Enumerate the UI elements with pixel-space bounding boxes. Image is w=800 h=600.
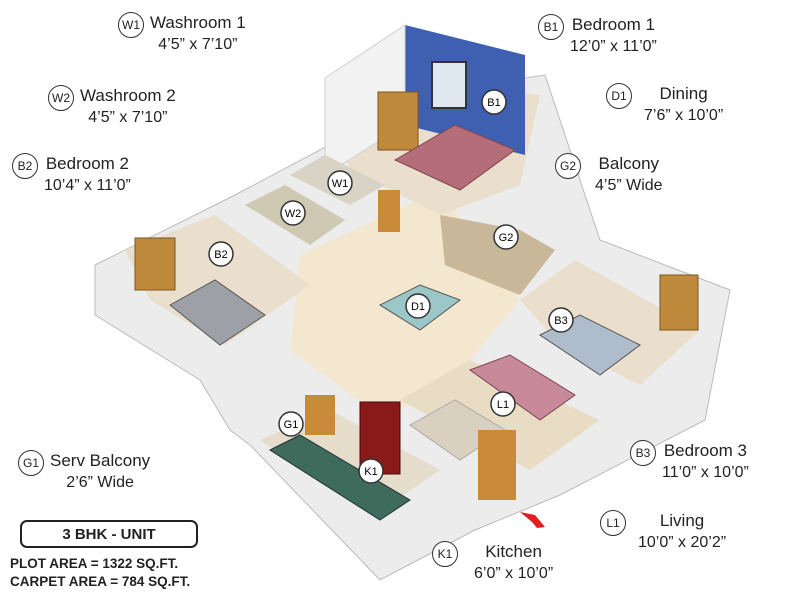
legend-name-g2: Balcony [598, 154, 660, 173]
legend-badge-w2: W2 [48, 85, 74, 111]
legend-dims-l1: 10’0” x 20’2” [638, 534, 727, 551]
legend-badge-b3: B3 [630, 440, 656, 466]
plan-badge-k1: K1 [358, 458, 384, 484]
unit-type-label: 3 BHK - UNIT [20, 520, 198, 548]
legend-dims-d1: 7’6” x 10’0” [644, 107, 724, 124]
plan-badge-l1: L1 [490, 391, 516, 417]
living-sofa [468, 354, 576, 421]
legend-badge-d1: D1 [606, 83, 632, 109]
plan-badge-g2-text: G2 [499, 232, 514, 244]
legend-g2: G2 Balcony 4’5” Wide [555, 153, 663, 197]
legend-dims-w2: 4’5” x 7’10” [88, 109, 168, 126]
plan-badge-w1: W1 [327, 170, 353, 196]
bedroom-3-wardrobe [659, 274, 699, 331]
legend-b2: B2 Bedroom 2 10’4” x 11’0” [12, 153, 131, 197]
kitchen-floor [260, 410, 440, 515]
legend-dims-b3: 11’0” x 10’0” [662, 464, 749, 481]
plan-badge-g2: G2 [493, 224, 519, 250]
carpet-area-text: CARPET AREA = 784 SQ.FT. [10, 574, 191, 589]
legend-name-k1: Kitchen [485, 542, 542, 561]
plan-badge-w2: W2 [280, 200, 306, 226]
plan-badge-w1-text: W1 [332, 178, 349, 190]
legend-dims-b1: 12’0” x 11’0” [570, 38, 657, 55]
plan-badge-d1-text: D1 [411, 301, 425, 313]
plan-badge-g1-text: G1 [284, 419, 299, 431]
legend-k1: K1 Kitchen 6’0” x 10’0” [432, 541, 553, 585]
entry-arrow-icon [520, 512, 545, 528]
legend-d1: D1 Dining 7’6” x 10’0” [606, 83, 723, 127]
legend-badge-b1: B1 [538, 14, 564, 40]
bedroom-1-window [431, 61, 467, 109]
legend-g1: G1 Serv Balcony 2’6” Wide [18, 450, 150, 494]
legend-name-b1: Bedroom 1 [571, 15, 656, 34]
bedroom-1-wardrobe [377, 91, 419, 151]
bedroom-2-bed [169, 279, 266, 346]
bedroom-3-floor [520, 260, 700, 385]
legend-name-b3: Bedroom 3 [663, 441, 748, 460]
legend-dims-g1: 2’6” Wide [66, 474, 134, 491]
plan-badge-b3: B3 [548, 307, 574, 333]
bedroom-1-bed [393, 124, 517, 191]
bedroom-2-wardrobe [134, 237, 176, 291]
plan-badge-b2-text: B2 [214, 249, 227, 261]
plan-badge-g1: G1 [278, 411, 304, 437]
legend-name-w2: Washroom 2 [80, 86, 176, 105]
main-door [478, 430, 516, 500]
plan-badge-b1: B1 [481, 89, 507, 115]
legend-badge-g2: G2 [555, 153, 581, 179]
legend-name-d1: Dining [659, 84, 708, 103]
kitchen-counter [268, 434, 411, 521]
legend-badge-k1: K1 [432, 541, 458, 567]
serv-balcony-door [305, 395, 335, 435]
legend-badge-w1: W1 [118, 12, 144, 38]
legend-name-l1: Living [659, 511, 705, 530]
legend-w1: W1 Washroom 1 4’5” x 7’10” [118, 12, 246, 56]
legend-dims-b2: 10’4” x 11’0” [44, 177, 131, 194]
legend-l1: L1 Living 10’0” x 20’2” [600, 510, 726, 554]
plan-badge-d1: D1 [405, 293, 431, 319]
legend-name-b2: Bedroom 2 [45, 154, 130, 173]
legend-b1: B1 Bedroom 1 12’0” x 11’0” [538, 14, 657, 58]
plan-badge-w2-text: W2 [285, 208, 302, 220]
legend-dims-w1: 4’5” x 7’10” [158, 36, 238, 53]
legend-badge-l1: L1 [600, 510, 626, 536]
legend-name-g1: Serv Balcony [50, 451, 151, 470]
plan-badge-b1-text: B1 [487, 97, 500, 109]
legend-b3: B3 Bedroom 3 11’0” x 10’0” [630, 440, 749, 484]
legend-w2: W2 Washroom 2 4’5” x 7’10” [48, 85, 176, 129]
legend-name-w1: Washroom 1 [150, 13, 246, 32]
plot-area-text: PLOT AREA = 1322 SQ.FT. [10, 556, 179, 571]
balcony-g2-floor [440, 215, 555, 295]
legend-badge-b2: B2 [12, 153, 38, 179]
legend-badge-g1: G1 [18, 450, 44, 476]
plan-badge-b2: B2 [208, 241, 234, 267]
plan-badge-k1-text: K1 [364, 466, 377, 478]
plan-badge-b3-text: B3 [554, 315, 567, 327]
legend-dims-k1: 6’0” x 10’0” [474, 565, 554, 582]
plan-badge-l1-text: L1 [497, 399, 509, 411]
legend-dims-g2: 4’5” Wide [595, 177, 663, 194]
washroom-door [378, 190, 400, 232]
